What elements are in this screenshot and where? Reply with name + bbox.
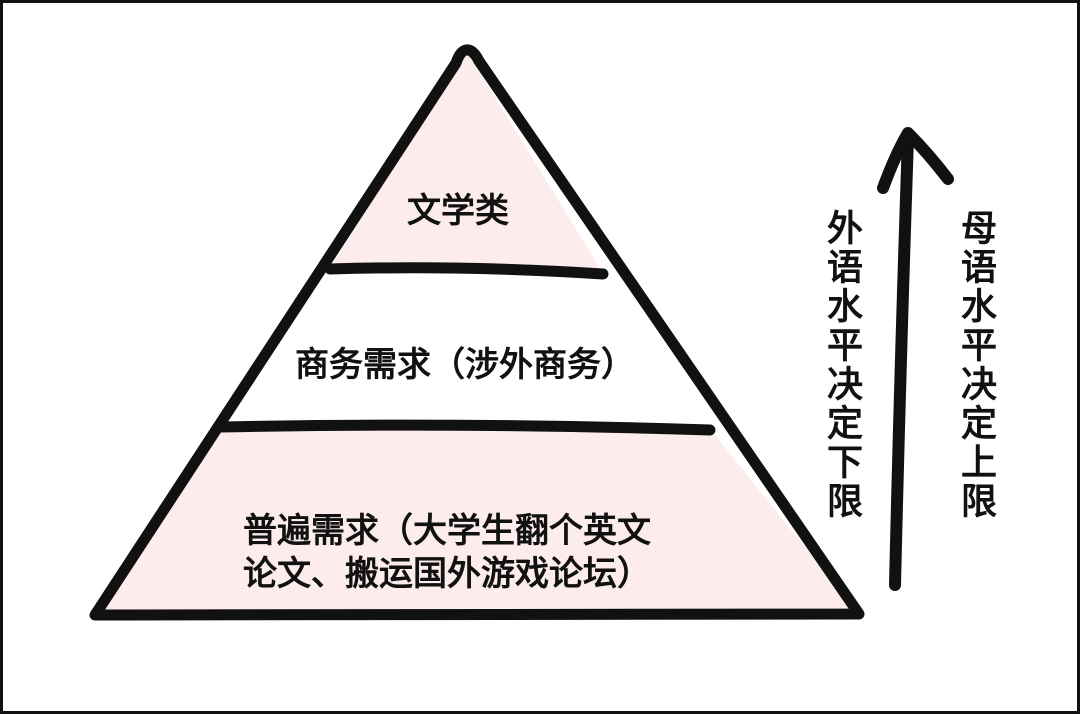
side-note-right: 母语水平决定上限 xyxy=(955,209,996,521)
up-arrow-icon xyxy=(889,132,914,591)
pyramid-tier-top xyxy=(330,50,603,273)
tier-top-label: 文学类 xyxy=(407,191,509,231)
tier-bottom-label-line2: 论文、搬运国外游戏论坛） xyxy=(243,554,651,594)
divider-upper xyxy=(324,262,609,280)
tier-middle-label: 商务需求（涉外商务） xyxy=(295,345,635,385)
pyramid-outline xyxy=(89,44,865,621)
side-note-left: 外语水平决定下限 xyxy=(821,209,862,521)
pyramid-tier-middle xyxy=(218,269,710,429)
pyramid-tier-bottom xyxy=(95,427,859,614)
divider-lower xyxy=(212,419,716,436)
pyramid-diagram xyxy=(89,44,954,621)
up-arrow-head xyxy=(877,127,954,194)
tier-bottom-label-line1: 普遍需求（大学生翻个英文 xyxy=(243,511,651,551)
